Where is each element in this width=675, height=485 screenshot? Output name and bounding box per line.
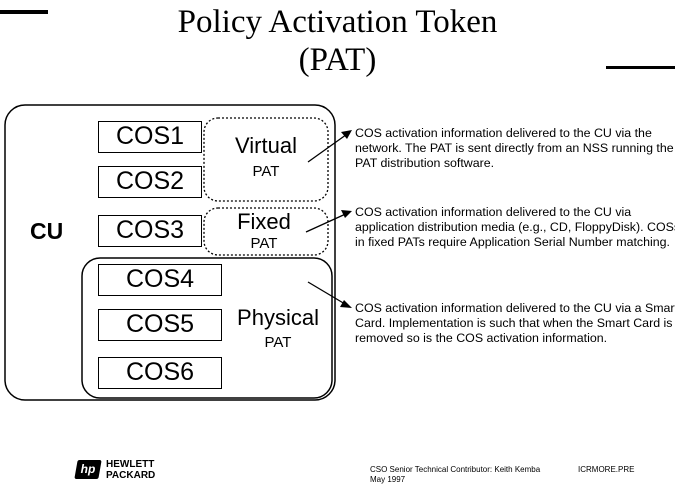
hp-logo: hp: [74, 460, 102, 479]
fixed-pat-name: Fixed: [237, 209, 291, 234]
virtual-pat-sub: PAT: [252, 163, 280, 180]
virtual-arrow: [307, 131, 351, 163]
fixed-pat-sub: PAT: [250, 235, 278, 252]
fixed-pat-description: COS activation information delivered to …: [355, 205, 675, 249]
slide-title-line2: (PAT): [298, 42, 377, 78]
physical-arrowhead: [340, 300, 352, 308]
hp-company-line2: PACKARD: [106, 470, 156, 481]
cu-label: CU: [30, 218, 64, 244]
footer-contributor: CSO Senior Technical Contributor: Keith …: [370, 465, 541, 474]
cos-box-6: COS6: [98, 357, 222, 389]
physical-pat-name: Physical: [237, 305, 319, 330]
fixed-pat-outline: [203, 207, 329, 256]
footer-date: May 1997: [370, 475, 406, 484]
hp-logo-mark: hp: [80, 462, 96, 476]
top-right-bar: [606, 66, 675, 69]
hp-company-line1: HEWLETT: [106, 459, 155, 470]
virtual-pat-name: Virtual: [235, 133, 297, 158]
fixed-arrowhead: [341, 210, 352, 218]
cos-box-2: COS2: [98, 166, 202, 198]
footer-code: ICRMORE.PRE: [578, 465, 635, 474]
virtual-arrowhead: [341, 130, 352, 139]
fixed-arrow: [305, 211, 351, 233]
physical-pat-sub: PAT: [264, 334, 292, 351]
cos-box-4: COS4: [98, 264, 222, 296]
cos-box-3: COS3: [98, 215, 202, 247]
slide-title-line1: Policy Activation Token: [177, 4, 498, 40]
top-left-bar: [0, 10, 48, 14]
cos-box-5: COS5: [98, 309, 222, 341]
virtual-pat-outline: [203, 117, 329, 202]
physical-pat-description: COS activation information delivered to …: [355, 301, 675, 345]
virtual-pat-description: COS activation information delivered to …: [355, 126, 674, 170]
cos-box-1: COS1: [98, 121, 202, 153]
